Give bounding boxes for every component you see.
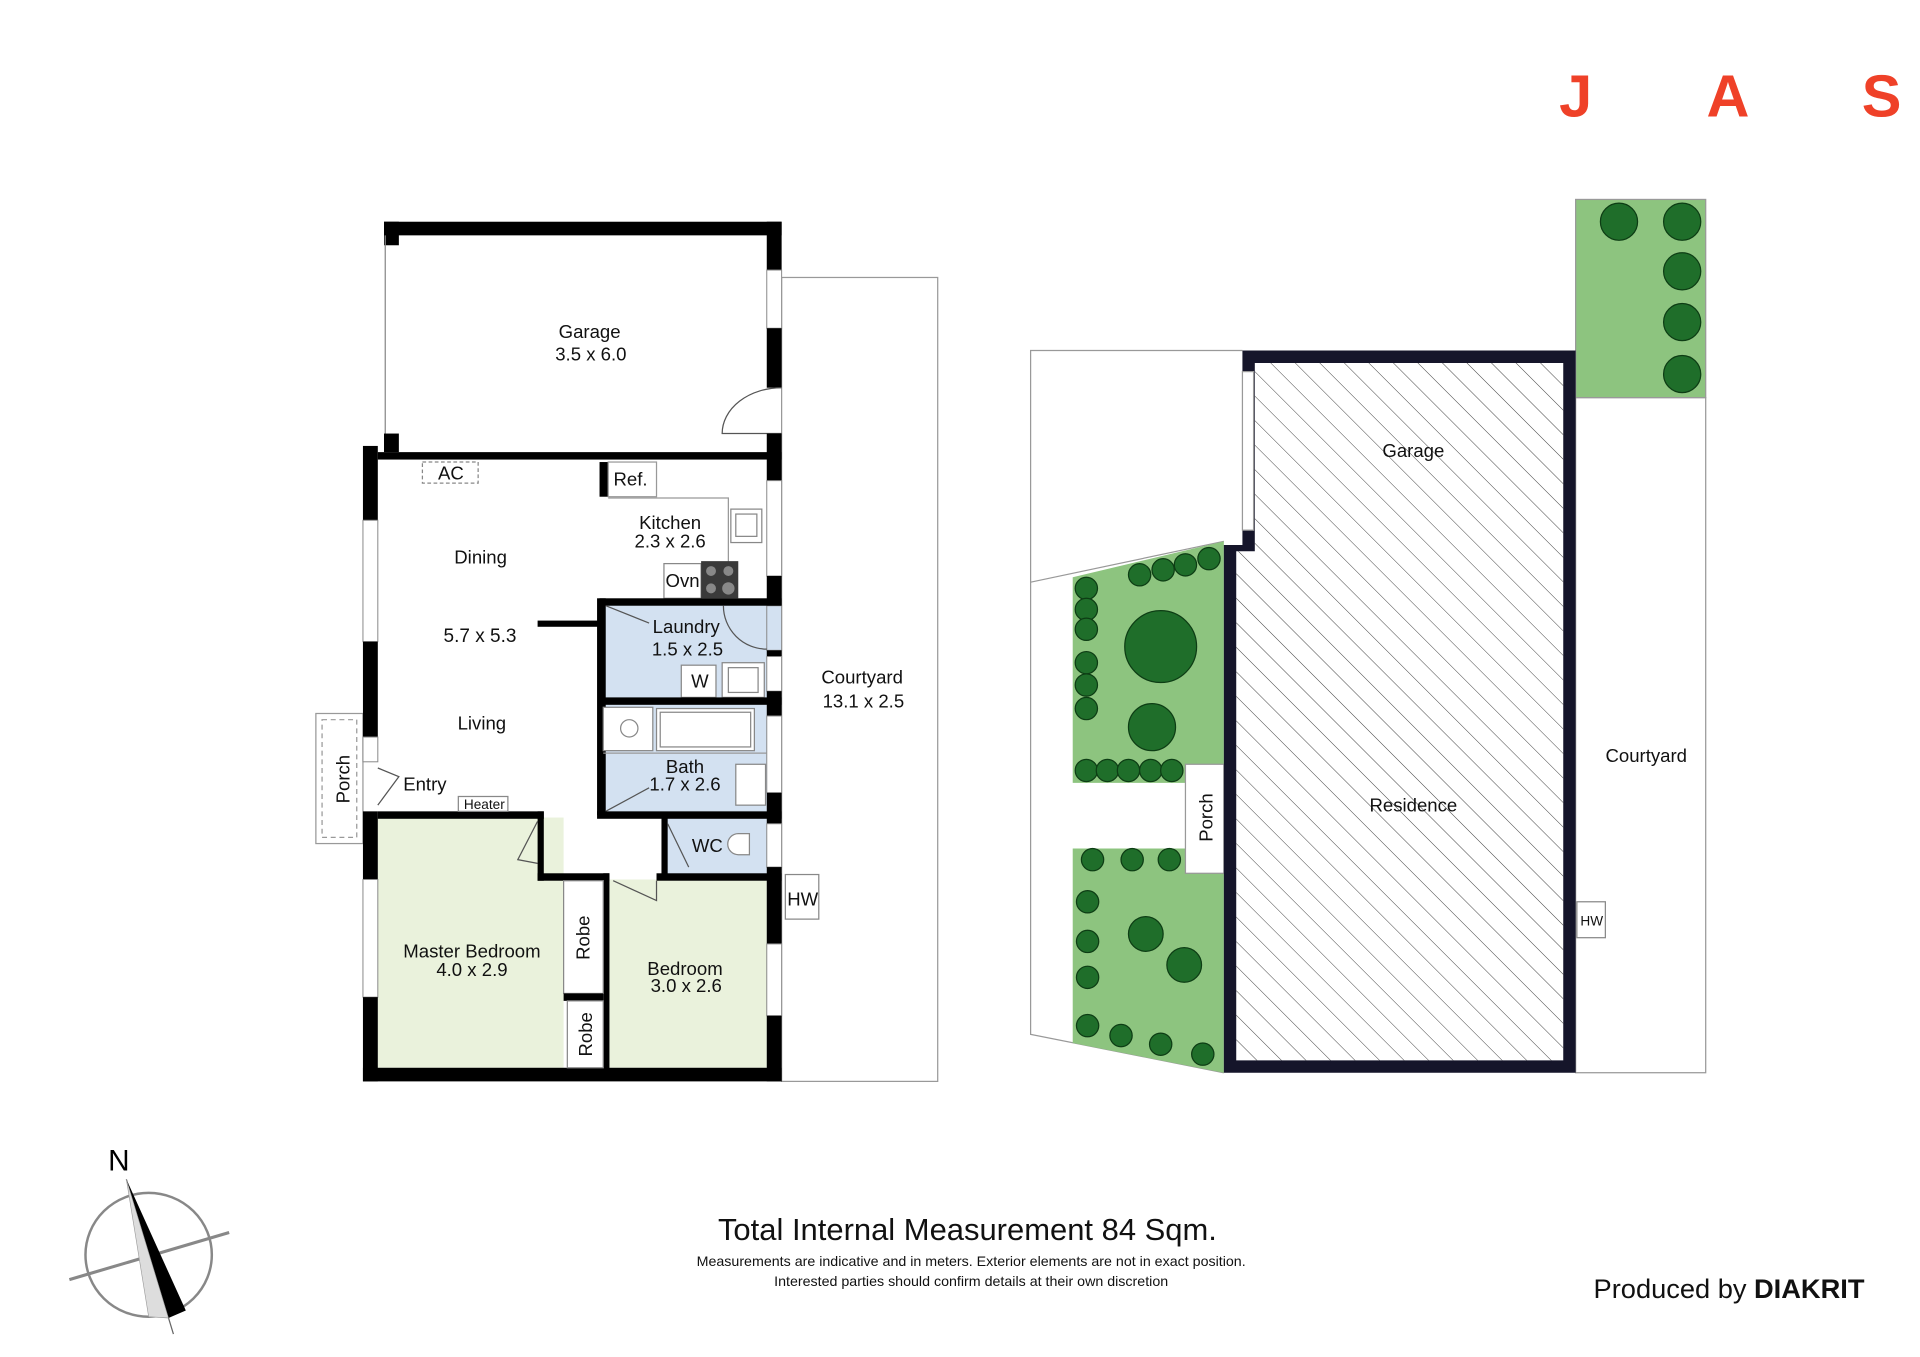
svg-text:4.0 x 2.9: 4.0 x 2.9 [436, 959, 507, 980]
svg-text:Interested parties should conf: Interested parties should confirm detail… [774, 1274, 1168, 1290]
svg-text:Ovn: Ovn [665, 570, 699, 591]
svg-text:13.1 x 2.5: 13.1 x 2.5 [823, 690, 905, 711]
svg-text:Bedroom: Bedroom [647, 958, 722, 979]
svg-text:Porch: Porch [332, 755, 353, 804]
svg-text:A: A [1707, 62, 1750, 129]
svg-text:3.0 x 2.6: 3.0 x 2.6 [651, 975, 722, 996]
svg-text:Ref.: Ref. [613, 469, 647, 490]
svg-text:Laundry: Laundry [653, 616, 721, 637]
svg-text:Courtyard: Courtyard [821, 667, 903, 688]
svg-text:Measurements are indicative an: Measurements are indicative and in meter… [697, 1254, 1246, 1270]
svg-text:Bath: Bath [666, 756, 704, 777]
svg-text:Robe: Robe [575, 1012, 596, 1056]
svg-text:Living: Living [458, 713, 507, 734]
svg-text:Dining: Dining [454, 547, 507, 568]
floor-plan: Garage 3.5 x 6.0 AC Ref. Kitchen 2.3 x 2… [315, 221, 939, 1083]
svg-text:WC: WC [692, 835, 723, 856]
svg-text:1.7 x 2.6: 1.7 x 2.6 [649, 773, 720, 794]
svg-text:J: J [1559, 62, 1592, 129]
diakrit-logo: DIAKRIT [1754, 1273, 1865, 1304]
svg-text:W: W [691, 670, 709, 691]
svg-text:Heater: Heater [464, 797, 505, 812]
north-compass-icon: N [68, 1145, 230, 1335]
jas-logo: J A S [1559, 62, 1901, 129]
basin-icon [735, 763, 767, 806]
total-measurement: Total Internal Measurement 84 Sqm. [718, 1212, 1217, 1247]
svg-text:HW: HW [787, 888, 818, 909]
dining-living-size: 5.7 x 5.3 [443, 626, 517, 647]
shower-icon [602, 706, 654, 752]
master-bedroom-area [377, 817, 564, 1068]
garage-label: Garage [559, 321, 621, 342]
svg-text:N: N [108, 1145, 129, 1178]
svg-text:Kitchen: Kitchen [639, 512, 701, 533]
footer: Total Internal Measurement 84 Sqm. Measu… [697, 1212, 1865, 1304]
site-plan: Garage Residence Courtyard Porch HW [1029, 198, 1707, 1074]
svg-text:Residence: Residence [1369, 794, 1457, 815]
tree-icons [1074, 202, 1702, 1066]
svg-text:Porch: Porch [1196, 793, 1217, 842]
front-garden-south [1072, 848, 1224, 1073]
bedroom-area [606, 879, 767, 1068]
svg-text:Robe: Robe [573, 915, 594, 959]
toilet-icon [727, 833, 751, 856]
svg-text:AC: AC [438, 462, 464, 483]
svg-text:HW: HW [1580, 913, 1603, 928]
svg-text:2.3 x 2.6: 2.3 x 2.6 [635, 531, 706, 552]
svg-text:Garage: Garage [1382, 440, 1444, 461]
svg-text:Master Bedroom: Master Bedroom [403, 941, 540, 962]
svg-text:S: S [1862, 62, 1902, 129]
svg-text:Entry: Entry [403, 773, 447, 794]
svg-text:Produced by: Produced by [1594, 1273, 1747, 1304]
svg-text:Courtyard: Courtyard [1605, 745, 1687, 766]
garage-size: 3.5 x 6.0 [555, 343, 626, 364]
svg-text:1.5 x 2.5: 1.5 x 2.5 [652, 638, 723, 659]
